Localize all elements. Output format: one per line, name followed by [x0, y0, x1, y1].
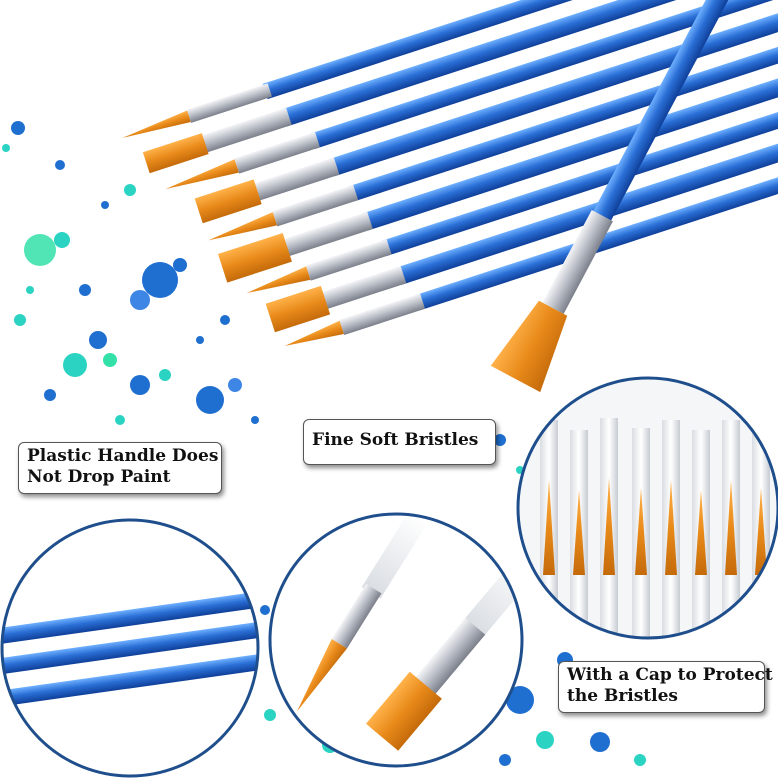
- handle-closeup-circle: [0, 518, 260, 778]
- plastic-handle-label-line1: Plastic Handle Does: [27, 446, 219, 466]
- soft-bristles-label: Fine Soft Bristles: [303, 419, 496, 465]
- paint-splash-left: [2, 121, 259, 425]
- cap-protect-label: With a Cap to Protect the Bristles: [558, 661, 773, 713]
- angled-brush: [490, 0, 760, 393]
- cap-protect-label-line2: the Bristles: [567, 686, 678, 706]
- cap-closeup-circle: [516, 376, 778, 640]
- soft-bristles-label-text: Fine Soft Bristles: [312, 430, 479, 450]
- plastic-handle-label-line2: Not Drop Paint: [27, 467, 171, 487]
- plastic-handle-label: Plastic Handle Does Not Drop Paint: [18, 442, 222, 494]
- cap-protect-label-line1: With a Cap to Protect: [567, 665, 773, 685]
- bristles-closeup-circle: [268, 512, 524, 768]
